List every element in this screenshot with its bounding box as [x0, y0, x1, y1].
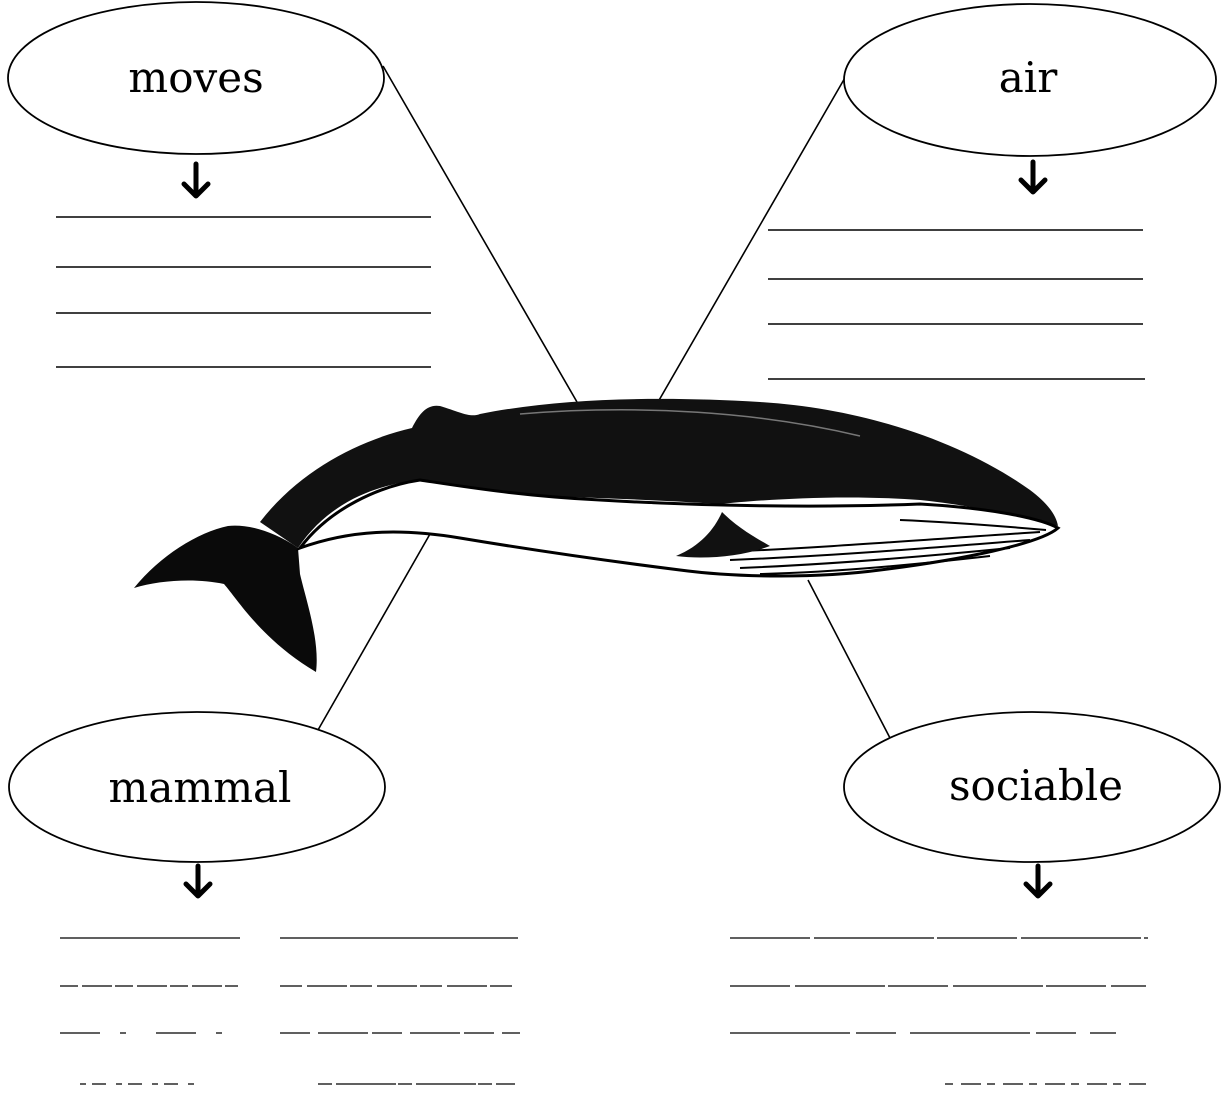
whale-tail-fluke: [134, 525, 317, 672]
writing-lines-air: [768, 229, 1145, 380]
writing-lines-sociable: [730, 937, 1148, 1085]
node-air: air: [768, 3, 1217, 380]
whale-illustration: [134, 398, 1061, 672]
bubble-label-sociable: sociable: [949, 761, 1123, 810]
writing-lines-mammal: [60, 937, 520, 1085]
connector-mammal: [317, 533, 431, 731]
bubble-label-mammal: mammal: [109, 763, 292, 812]
whale-pectoral-fin: [676, 512, 770, 558]
bubble-label-air: air: [999, 53, 1058, 102]
whale-throat-pleats: [719, 519, 1047, 575]
bubble-mammal: [8, 711, 386, 863]
bubble-label-moves: moves: [128, 53, 263, 102]
connector-moves: [382, 65, 578, 403]
bubble-air: [843, 3, 1217, 157]
node-mammal: mammal: [8, 711, 520, 1085]
arrow-down-icon: [1018, 159, 1048, 195]
connector-lines: [317, 65, 891, 739]
whale-back-highlight: [519, 409, 861, 437]
arrow-down-icon: [1023, 863, 1053, 899]
whale-eye: [648, 504, 654, 510]
connector-air: [657, 75, 847, 403]
bubble-sociable: [843, 711, 1221, 863]
arrow-down-icon: [183, 863, 213, 899]
node-sociable: sociable: [730, 711, 1221, 1085]
node-moves: moves: [7, 1, 431, 368]
connector-sociable: [807, 579, 891, 739]
arrow-down-icon: [181, 161, 211, 199]
bubble-moves: [7, 1, 385, 155]
writing-lines-moves: [56, 216, 431, 368]
